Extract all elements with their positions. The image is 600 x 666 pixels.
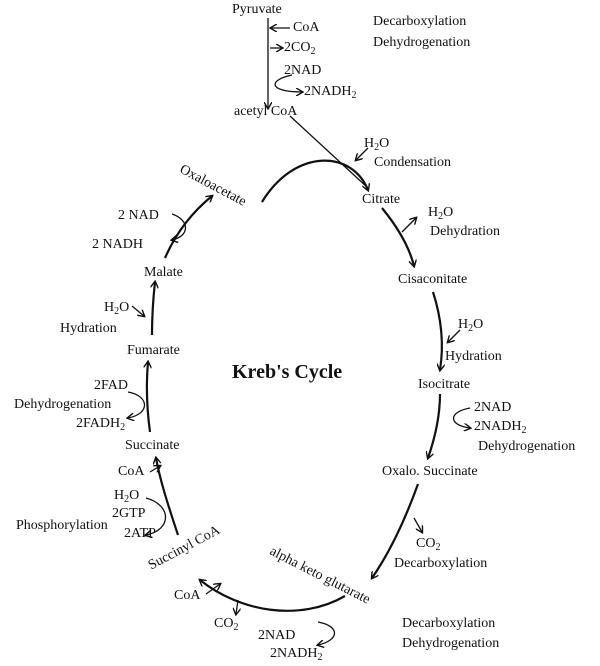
succinate-label: Succinate [125,438,180,453]
sc-gtp-label: 2GTP [112,506,146,521]
co2-right-arrow [413,517,422,532]
mal-nad-curve [172,213,187,240]
mal-nad-label: 2 NAD [118,208,159,223]
arc-succinylcoa-succinate [156,458,180,536]
nad-label: 2NAD [284,63,322,78]
akg-dehydrogenation-note: Dehydrogenation [402,636,500,651]
akg-co2-label: CO2 [214,616,239,633]
akg-co2-arrow [236,599,238,614]
sc-coa-label: CoA [118,464,145,479]
co2-out-label: 2CO2 [284,40,316,57]
hydration1-h2o-label: H2O [458,317,484,334]
mal-nadh-label: 2 NADH [92,237,143,252]
akg-nad-curve [318,621,336,645]
nad-curve [274,74,302,92]
arc-oxaloacetate-citrate [261,159,368,203]
dehydration-note: Dehydration [430,224,500,239]
arc-fumarate-malate [152,282,155,336]
citrate-label: Citrate [362,192,401,207]
succ-dehydrogenation-note: Dehydrogenation [14,397,112,412]
acetyl-coa-label: acetyl CoA [234,104,298,119]
fad-curve [128,391,146,418]
nadh-label: 2NADH2 [304,84,357,101]
co2-right-label: CO2 [416,536,441,553]
hydration2-note: Hydration [60,321,117,336]
iso-nadh-label: 2NADH2 [474,419,527,436]
fumarate-label: Fumarate [127,343,180,358]
fadh-label: 2FADH2 [76,416,126,433]
condensation-note: Condensation [374,155,451,170]
akg-coa-arrow [205,584,220,595]
akg-nad-label: 2NAD [258,628,296,643]
sc-atp-label: 2ATP [124,526,156,541]
sc-coa-arrow [149,466,160,473]
sc-gtp-curve [146,497,166,535]
hydration2-h2o-label: H2O [104,300,130,317]
hydration1-arrow [448,329,461,342]
sc-h2o-label: H2O [114,488,140,505]
oxalo-succinate-label: Oxalo. Succinate [382,464,478,479]
akg-nadh-label: 2NADH2 [270,646,323,663]
acetyl-to-citrate [289,115,369,189]
arc-cisaconitate-isocitrate [431,291,442,370]
pyruvate-label: Pyruvate [232,2,282,17]
coa-in-label: CoA [293,20,320,35]
top-dehydrogenation-note: Dehydrogenation [373,35,471,50]
arc-malate-oxaloacetate [163,196,212,259]
iso-nad-curve [452,407,471,428]
akg-coa-label: CoA [174,588,201,603]
hydration2-arrow [131,305,144,316]
arc-citrate-cisaconitate [381,207,414,266]
condensation-h2o-label: H2O [364,136,390,153]
hydration1-note: Hydration [445,349,502,364]
isocitrate-label: Isocitrate [418,377,471,392]
decarboxylation-right-note: Decarboxylation [394,556,488,571]
phosphorylation-note: Phosphorylation [16,518,108,533]
dehydration-arrow [401,218,416,233]
iso-nad-label: 2NAD [474,400,512,415]
akg-decarboxylation-note: Decarboxylation [402,616,496,631]
page-title: Kreb's Cycle [232,361,343,383]
arc-isocitrate-oxalosuccinate [428,393,442,458]
arc-succinate-fumarate [147,362,150,433]
arc-oxalosuccinate-akg [372,483,420,578]
h2o-condensation-arrow [356,147,369,160]
malate-label: Malate [144,265,183,280]
cisaconitate-label: Cisaconitate [398,272,468,287]
dehydration-h2o-label: H2O [428,205,454,222]
fad-label: 2FAD [94,378,128,393]
iso-dehydrogenation-note: Dehydrogenation [478,439,576,454]
top-decarboxylation-note: Decarboxylation [373,14,467,29]
